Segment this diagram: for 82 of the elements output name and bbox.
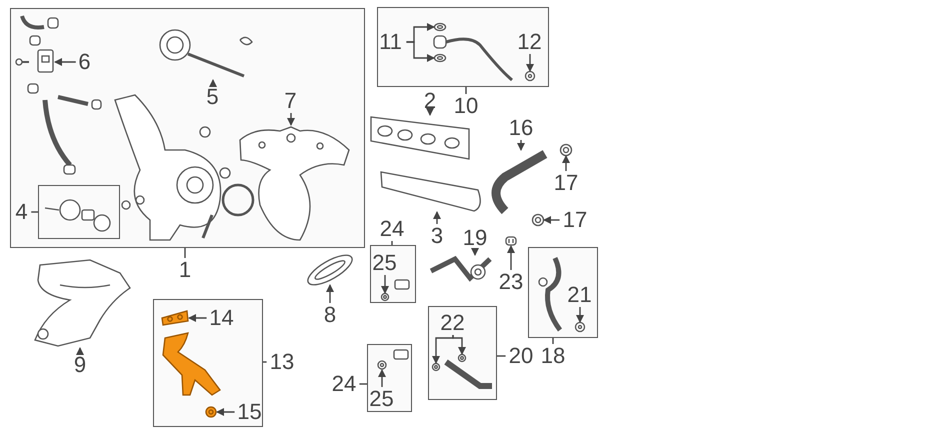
bracket-drawing bbox=[305, 255, 355, 285]
callout-number: 13 bbox=[268, 352, 296, 372]
leader-line bbox=[263, 361, 267, 363]
clip-drawing bbox=[505, 236, 517, 246]
group-frame bbox=[367, 344, 412, 412]
leader-line bbox=[471, 248, 479, 256]
callout-number: 17 bbox=[552, 173, 580, 193]
callout-number: 3 bbox=[430, 226, 444, 246]
gasket-drawing bbox=[370, 115, 470, 160]
callout-number: 6 bbox=[77, 52, 92, 72]
callout-number: 18 bbox=[540, 346, 566, 366]
leader-line bbox=[433, 211, 441, 224]
callout-number: 1 bbox=[178, 260, 192, 280]
callout-number: 16 bbox=[508, 118, 534, 138]
callout-number: 25 bbox=[368, 388, 395, 408]
leader-line bbox=[576, 307, 584, 323]
leader-line bbox=[526, 54, 534, 72]
callout-number: 14 bbox=[208, 308, 235, 328]
group-frame bbox=[528, 247, 598, 338]
leader-line bbox=[184, 248, 186, 258]
callout-number: 17 bbox=[562, 210, 588, 230]
leader-line bbox=[543, 216, 560, 224]
callout-number: 24 bbox=[330, 374, 358, 394]
actuator-drawing bbox=[158, 28, 246, 80]
callout-number: 24 bbox=[378, 219, 406, 239]
washer-drawing bbox=[524, 70, 534, 80]
callout-number: 15 bbox=[236, 402, 263, 422]
callout-number: 12 bbox=[516, 32, 543, 52]
callout-number: 20 bbox=[508, 346, 534, 366]
leader-line bbox=[406, 41, 435, 62]
callout-number: 25 bbox=[371, 252, 398, 272]
leader-line bbox=[465, 87, 467, 94]
callout-number: 23 bbox=[498, 272, 524, 292]
leader-line bbox=[426, 108, 434, 116]
leader-line bbox=[188, 314, 207, 322]
pipe-drawing bbox=[428, 255, 494, 281]
exhaust-manifold-drawing bbox=[240, 124, 350, 242]
seal-ring-drawing bbox=[432, 362, 440, 370]
leader-line bbox=[452, 335, 466, 355]
leader-line bbox=[76, 347, 84, 355]
callout-number: 8 bbox=[322, 305, 338, 325]
callout-number: 4 bbox=[14, 202, 29, 222]
washer-drawing bbox=[574, 322, 584, 332]
seal-ring-drawing bbox=[434, 22, 446, 30]
leader-line bbox=[432, 335, 454, 364]
washer-drawing bbox=[376, 360, 386, 370]
callout-number: 19 bbox=[462, 228, 488, 248]
leader-line bbox=[378, 369, 386, 387]
callout-number: 7 bbox=[283, 90, 298, 110]
callout-number: 21 bbox=[566, 284, 593, 304]
leader-line bbox=[552, 338, 554, 344]
leader-line bbox=[391, 241, 393, 245]
leader-line bbox=[287, 113, 295, 126]
leader-line bbox=[54, 58, 76, 66]
leader-line bbox=[359, 383, 367, 385]
hose-clamp-drawing bbox=[560, 144, 572, 156]
gasket-drawing bbox=[160, 310, 188, 326]
callout-number: 11 bbox=[377, 32, 404, 52]
group-frame bbox=[377, 7, 549, 87]
valve-drawing bbox=[36, 48, 54, 74]
hose-clamp-drawing bbox=[532, 214, 544, 226]
group-frame bbox=[428, 306, 497, 400]
heat-shield-drawing bbox=[33, 258, 131, 348]
leader-line bbox=[562, 155, 570, 171]
seal-ring-drawing bbox=[458, 354, 466, 362]
callout-number: 9 bbox=[72, 355, 88, 375]
callout-number: 2 bbox=[422, 91, 438, 111]
callout-number: 10 bbox=[452, 96, 480, 116]
group-frame bbox=[370, 245, 416, 303]
leader-line bbox=[326, 284, 334, 303]
washer-drawing bbox=[380, 292, 388, 300]
leader-line bbox=[507, 245, 515, 270]
callout-number: 22 bbox=[439, 312, 466, 332]
seal-ring-drawing bbox=[434, 54, 446, 62]
leader-line bbox=[31, 211, 38, 213]
leader-line bbox=[381, 275, 389, 294]
leader-line bbox=[209, 79, 217, 87]
leader-line bbox=[497, 355, 506, 357]
leader-line bbox=[517, 140, 525, 151]
callout-number: 5 bbox=[205, 86, 220, 106]
seal-ring-drawing bbox=[204, 406, 216, 418]
leader-line bbox=[216, 408, 235, 416]
